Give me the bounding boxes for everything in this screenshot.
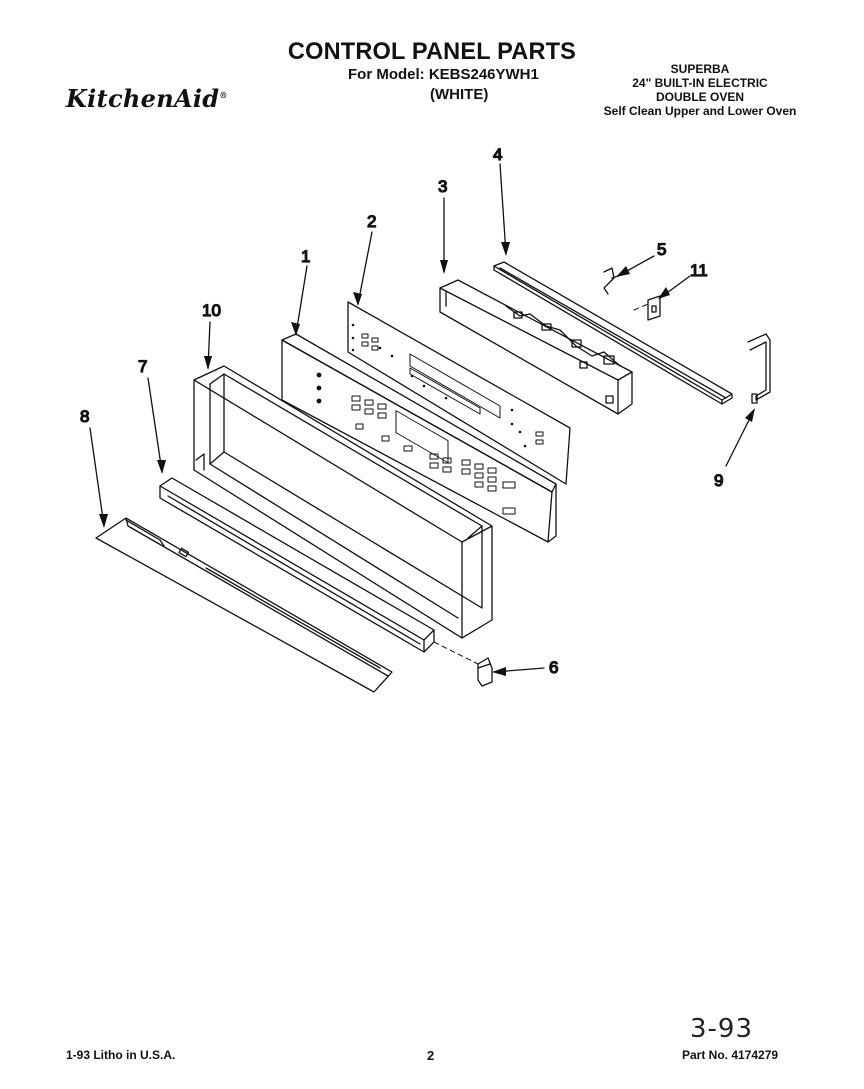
callout-8: 8 xyxy=(80,407,89,426)
print-info: 1-93 Litho in U.S.A. xyxy=(66,1048,176,1062)
part-number: Part No. 4174279 xyxy=(682,1048,779,1062)
brand-mark: ® xyxy=(219,90,228,100)
handwritten-date: 3-93 xyxy=(690,1014,754,1044)
assembly-guide-lines xyxy=(433,303,649,665)
page-number: 2 xyxy=(427,1048,435,1063)
overlay-dots xyxy=(351,323,527,448)
desc-line-1: SUPERBA xyxy=(670,62,730,76)
callout-10: 10 xyxy=(202,301,221,320)
callout-6: 6 xyxy=(549,658,558,677)
part-11-bracket xyxy=(647,295,661,321)
part-3-board-bracket xyxy=(439,279,633,415)
callout-4: 4 xyxy=(493,145,502,164)
part-8-trim-strip xyxy=(95,517,393,693)
desc-line-4: Self Clean Upper and Lower Oven xyxy=(603,104,797,118)
panel-1-indicator-dots xyxy=(316,372,322,404)
callout-2: 2 xyxy=(367,212,376,231)
callout-arrowheads xyxy=(99,242,755,676)
model-color: (WHITE) xyxy=(430,86,489,103)
callout-11: 11 xyxy=(690,261,708,280)
desc-line-3: DOUBLE OVEN xyxy=(655,90,744,104)
part-10-panel-housing xyxy=(193,365,493,639)
part-4-rail xyxy=(493,261,733,405)
product-description: SUPERBA 24" BUILT-IN ELECTRIC DOUBLE OVE… xyxy=(560,62,840,118)
callout-7: 7 xyxy=(138,357,147,376)
page-title: CONTROL PANEL PARTS xyxy=(287,38,577,65)
overlay-windows xyxy=(361,333,544,445)
callout-5: 5 xyxy=(657,240,666,259)
part-5-clip xyxy=(603,267,619,295)
callout-3: 3 xyxy=(438,177,447,196)
callout-1: 1 xyxy=(301,247,310,266)
callout-9: 9 xyxy=(714,471,723,490)
part-7-trim-channel xyxy=(159,477,435,653)
part-2-overlay xyxy=(347,301,571,485)
part-6-clip xyxy=(477,657,493,687)
panel-1-keypad xyxy=(351,395,516,515)
part-9-z-bracket xyxy=(747,333,771,404)
brand-logo: KitchenAid® xyxy=(66,84,228,113)
model-number: For Model: KEBS246YWH1 xyxy=(348,66,539,83)
desc-line-2: 24" BUILT-IN ELECTRIC xyxy=(632,76,768,90)
brand-name: KitchenAid xyxy=(66,84,220,113)
part-1-control-panel xyxy=(281,333,557,543)
